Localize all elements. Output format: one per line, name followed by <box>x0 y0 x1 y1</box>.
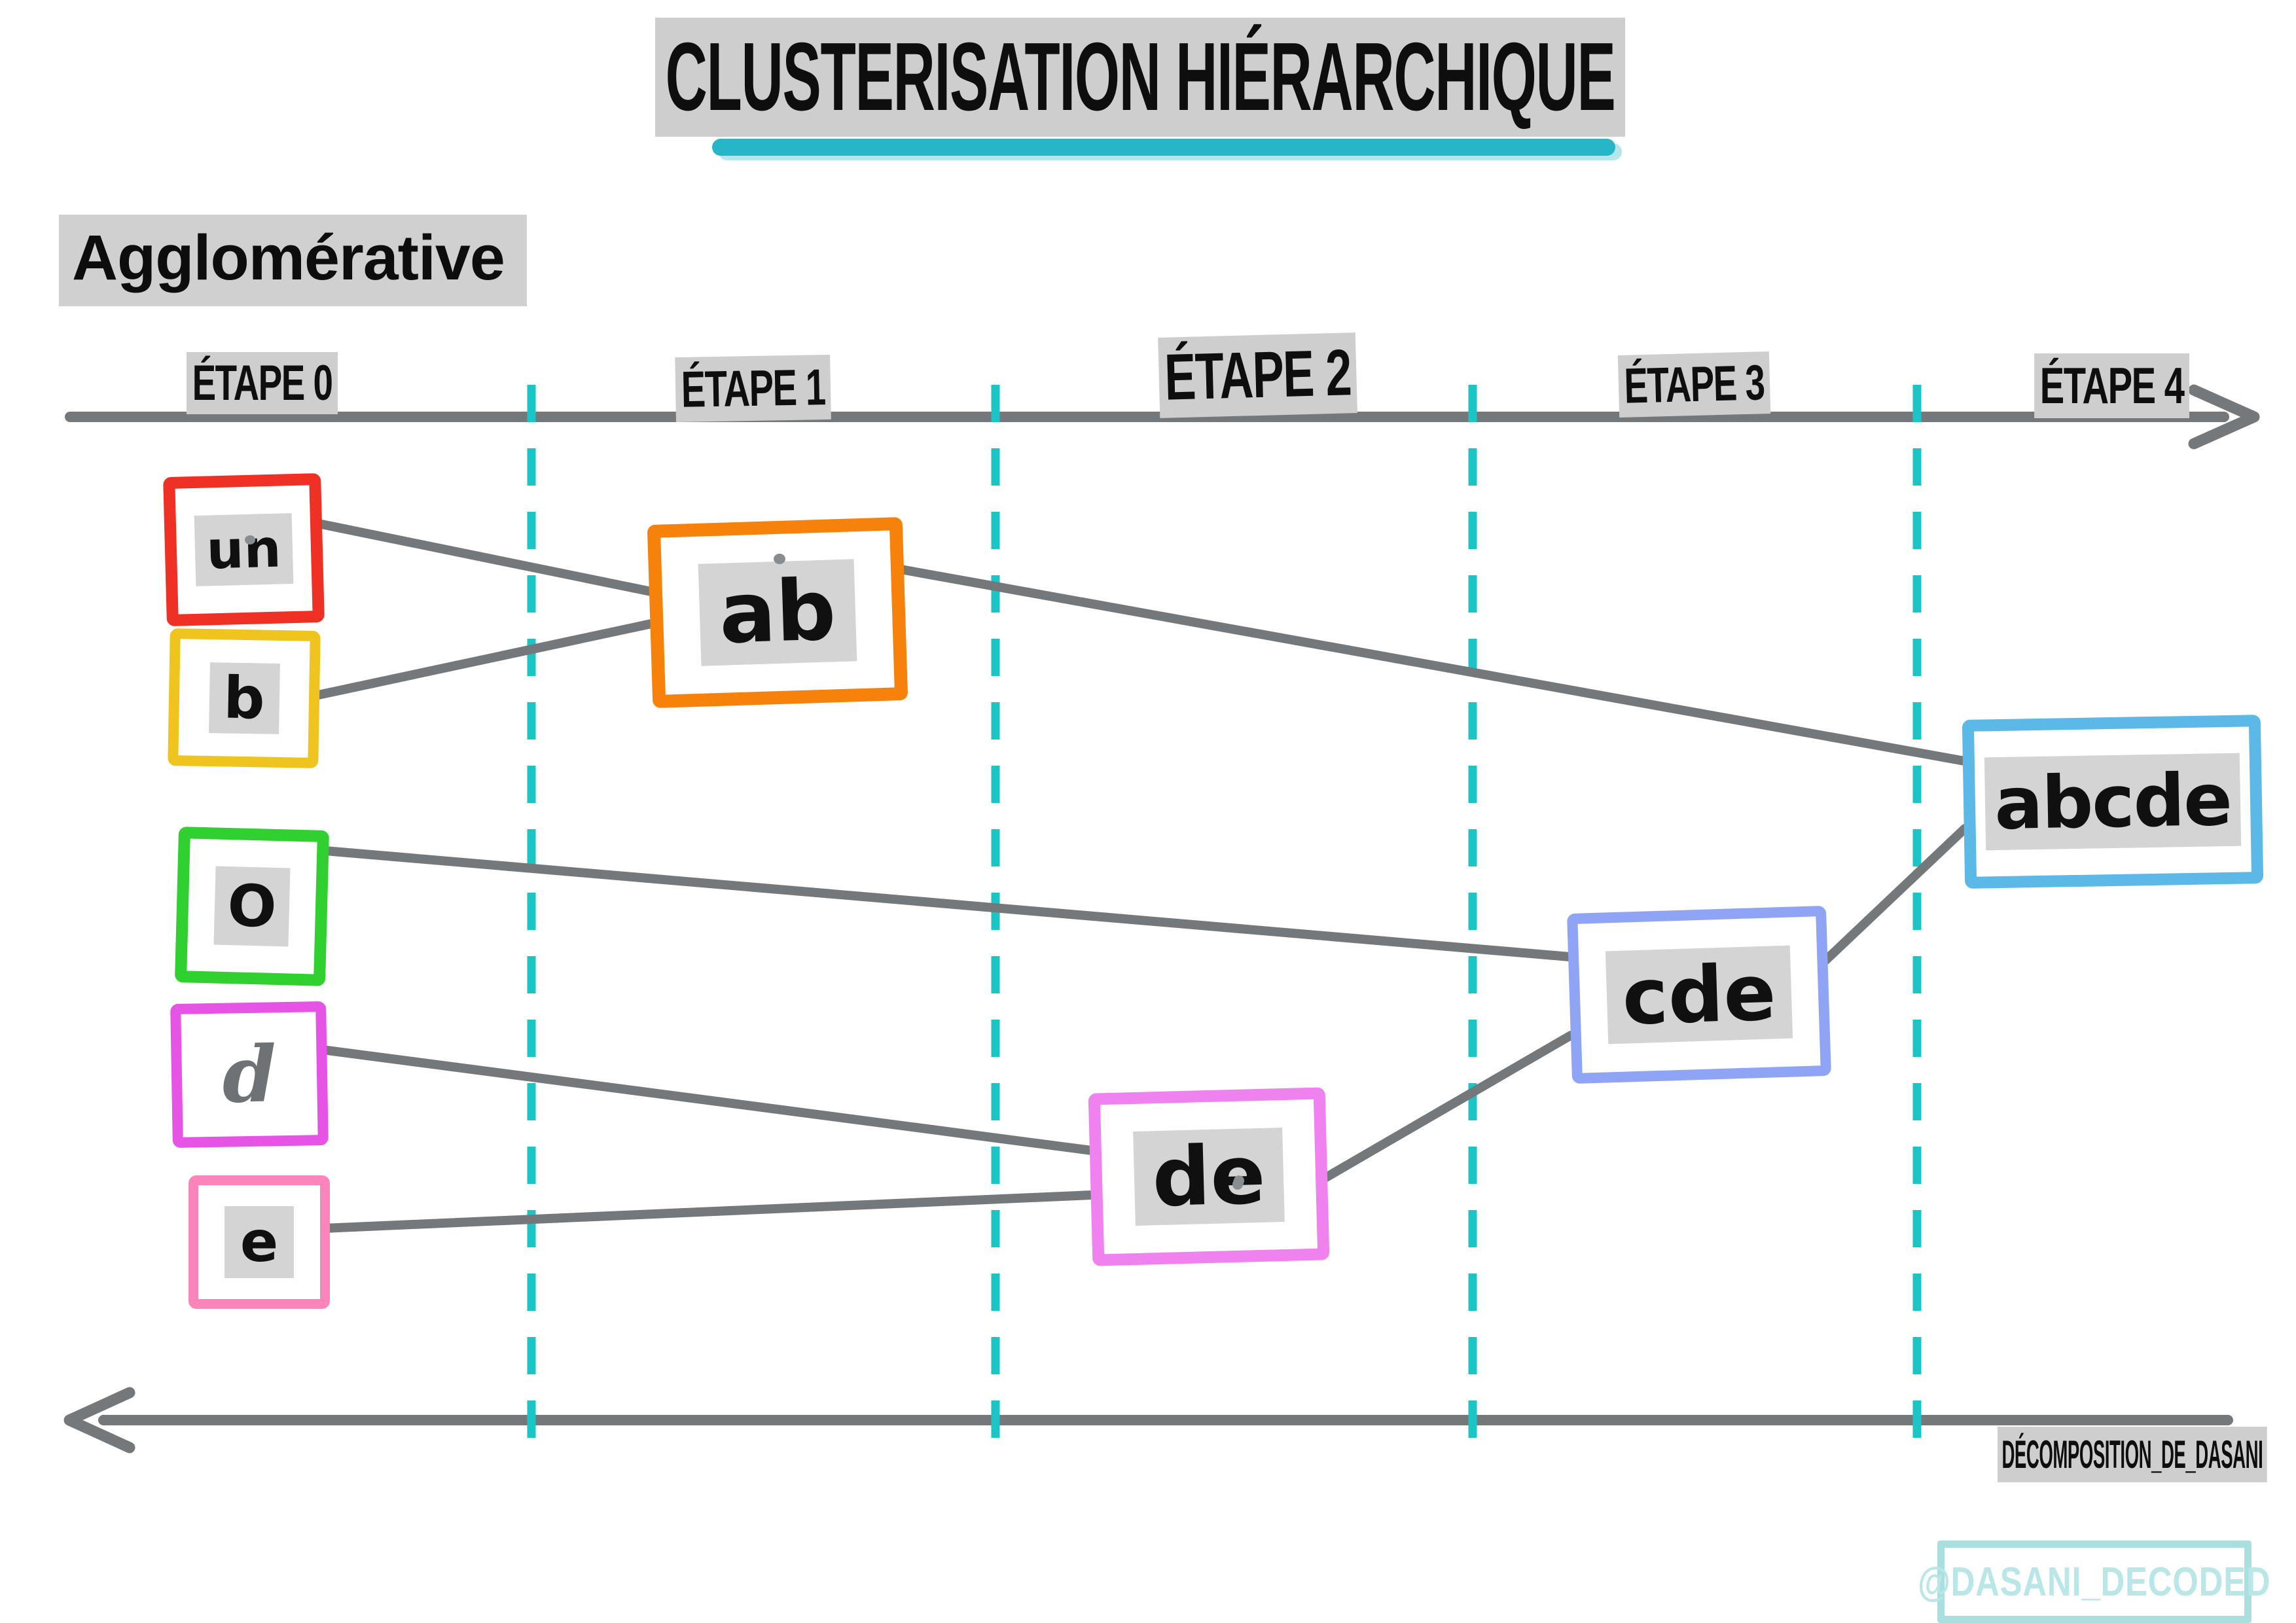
link-un-to-ab <box>291 514 659 597</box>
stage-label-2: ÉTAPE 2 <box>1119 332 1395 419</box>
watermark-text: @DASANI_DECODED <box>1918 1559 2271 1605</box>
cluster-box-abcde: abcde <box>1962 715 2264 889</box>
watermark-badge: @DASANI_DECODED <box>1918 1541 2270 1623</box>
cluster-label: un <box>194 513 294 586</box>
cluster-label: d <box>221 1028 278 1120</box>
page-title: CLUSTERISATION HIÉRARCHIQUE <box>655 18 1626 137</box>
link-d-to-de <box>298 1043 1096 1155</box>
cluster-box-O: O <box>174 827 330 986</box>
stage-label-3: ÉTAPE 3 <box>1588 351 1801 418</box>
link-O-to-cde <box>298 844 1574 961</box>
link-e-to-de <box>303 1190 1096 1234</box>
top-axis-arrowhead-icon <box>2188 384 2260 450</box>
link-ab-to-abcde <box>867 560 1969 766</box>
cluster-label: abcde <box>1984 753 2241 851</box>
ink-dot <box>245 535 255 544</box>
cluster-label: O <box>213 866 291 947</box>
cluster-box-de: de <box>1088 1087 1330 1266</box>
stage-label-4: ÉTAPE 4 <box>2004 353 2219 418</box>
method-label: Agglomérative <box>59 215 527 306</box>
footer-caption: DÉCOMPOSITION_DE_DASANI <box>1998 1427 2296 1482</box>
page-title-text: CLUSTERISATION HIÉRARCHIQUE <box>655 18 1626 137</box>
link-b-to-ab <box>295 618 659 704</box>
cluster-box-ab: ab <box>647 516 908 709</box>
cluster-box-cde: cde <box>1567 905 1831 1084</box>
cluster-box-d: d <box>170 1001 329 1149</box>
link-cde-to-abcde <box>1800 824 1969 985</box>
cluster-box-un: un <box>163 473 325 627</box>
cluster-label: de <box>1132 1128 1285 1226</box>
cluster-label: b <box>208 662 280 734</box>
cluster-label: e <box>224 1206 295 1278</box>
cluster-label: ab <box>698 559 857 666</box>
link-de-to-cde <box>1298 1031 1575 1196</box>
ink-dot <box>774 554 785 564</box>
cluster-label: cde <box>1605 945 1793 1044</box>
title-underline <box>712 139 1615 156</box>
stage-label-1: ÉTAPE 1 <box>645 354 861 423</box>
bottom-axis-arrowhead-icon <box>63 1387 135 1454</box>
stage-label-0: ÉTAPE 0 <box>157 352 367 414</box>
cluster-box-e: e <box>188 1175 330 1309</box>
cluster-box-b: b <box>168 628 321 768</box>
